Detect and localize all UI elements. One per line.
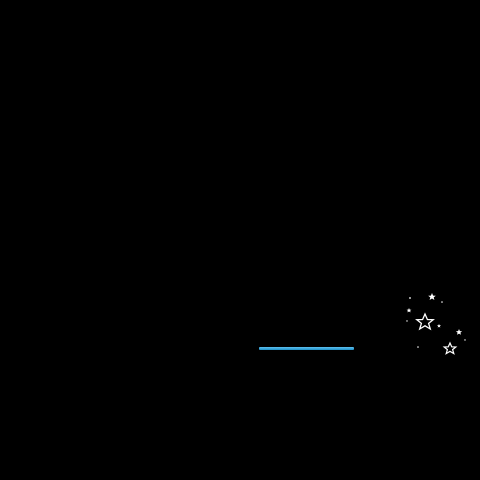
star-filled-left (406, 308, 412, 313)
sparkle-dot (406, 320, 408, 322)
sparkle-dot (409, 297, 411, 299)
star-filled-top (428, 293, 436, 300)
sparkle-dot (464, 339, 466, 341)
star-outline-large (415, 312, 435, 331)
paddle[interactable] (259, 347, 354, 350)
sparkle-stars-icon (406, 293, 466, 355)
star-outline-medium (442, 341, 458, 355)
star-filled-mid (437, 324, 441, 328)
sparkle-dot (417, 346, 419, 348)
sparkle-dot (441, 301, 443, 303)
star-filled-right (455, 329, 463, 335)
